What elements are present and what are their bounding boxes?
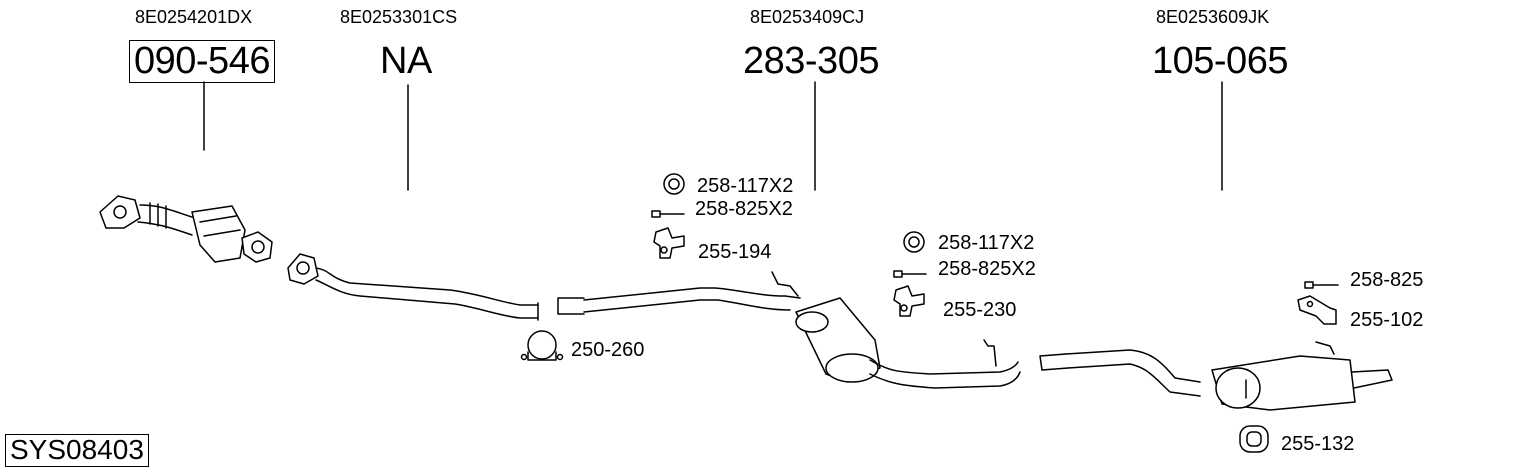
hanger-b-drawing: [893, 285, 925, 317]
bolt-a-drawing: [651, 210, 685, 218]
hanger-a-drawing: [653, 227, 685, 259]
mount-d-drawing: [1239, 425, 1269, 453]
middle-muffler-drawing: [557, 271, 1021, 389]
system-id: SYS08403: [5, 434, 149, 467]
bracket-c-label: 255-102: [1350, 309, 1424, 331]
part-code-3: 283-305: [743, 40, 879, 82]
part-code-4: 105-065: [1152, 40, 1288, 82]
oem-number-1: 8E0254201DX: [135, 7, 253, 27]
oem-number-3: 8E0253409CJ: [750, 7, 865, 27]
bolt-b-label: 258-825X2: [938, 258, 1036, 280]
hanger-a-label: 255-194: [698, 241, 772, 263]
clamp-drawing: [520, 330, 564, 361]
ring-gasket-b-drawing: [903, 231, 925, 253]
oem-number-4: 8E0253609JK: [1156, 7, 1270, 27]
bolt-c-label: 258-825: [1350, 269, 1424, 291]
bolt-b-drawing: [893, 270, 927, 278]
mount-d-label: 255-132: [1281, 433, 1355, 455]
ring-gasket-a-label: 258-117X2: [697, 175, 794, 197]
bolt-a-label: 258-825X2: [695, 198, 793, 220]
part-code-1: 090-546: [129, 40, 275, 83]
rear-silencer-drawing: [1039, 341, 1393, 411]
intermediate-pipe-drawing: [287, 253, 539, 321]
part-code-2: NA: [380, 40, 432, 82]
front-pipe-catalyst-drawing: [99, 195, 273, 263]
hanger-b-label: 255-230: [943, 299, 1017, 321]
clamp-label: 250-260: [571, 339, 645, 361]
ring-gasket-a-drawing: [663, 173, 685, 195]
ring-gasket-b-label: 258-117X2: [938, 232, 1035, 254]
bracket-c-drawing: [1297, 295, 1337, 325]
oem-number-2: 8E0253301CS: [340, 7, 458, 27]
bolt-c-drawing: [1304, 281, 1339, 289]
